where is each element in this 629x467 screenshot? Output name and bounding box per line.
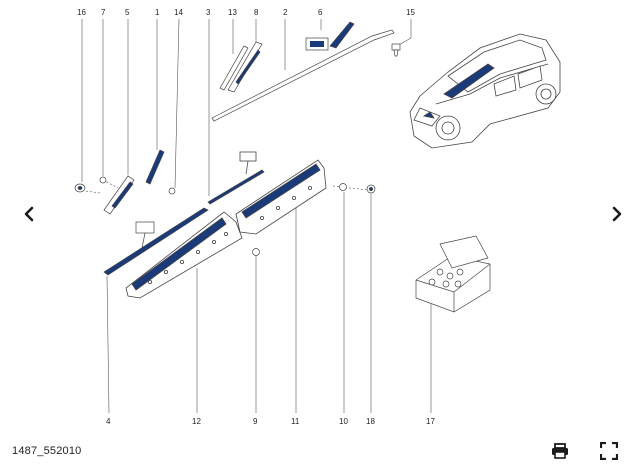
callout-8: 8: [254, 8, 259, 17]
callout-2: 2: [283, 8, 288, 17]
callout-10: 10: [339, 417, 348, 426]
part-6-badge: [305, 37, 329, 51]
part-3-strip: [207, 169, 265, 205]
part-4-sill-strip: [103, 207, 209, 276]
callout-16: 16: [77, 8, 86, 17]
callout-13: 13: [228, 8, 237, 17]
callout-17: 17: [426, 417, 435, 426]
part-16-clip: [74, 183, 86, 193]
callout-3: 3: [206, 8, 211, 17]
callout-6: 6: [318, 8, 323, 17]
previous-button[interactable]: [19, 203, 39, 225]
callout-14: 14: [174, 8, 183, 17]
part-18-clip: [366, 184, 376, 194]
part-9-clip: [252, 248, 260, 256]
fullscreen-button[interactable]: [597, 440, 621, 462]
part-7-clip: [99, 176, 107, 184]
leader-lines-bottom: [77, 179, 432, 414]
callout-5: 5: [125, 8, 130, 17]
part-1-pillar-trim: [145, 149, 165, 185]
leader-lines-top: [81, 18, 412, 196]
image-reference-caption: 1487_552010: [12, 445, 82, 457]
chevron-left-icon: [24, 206, 34, 222]
part-5-bracket: [103, 175, 135, 215]
callout-18: 18: [366, 417, 375, 426]
part-11-rear-door-moulding: [235, 151, 327, 235]
callout-12: 12: [192, 417, 201, 426]
callout-labels: 16 7 5 1 14 3 13 8 2 6 15 4 12 9 11 10 1…: [77, 8, 435, 426]
part-12-front-door-moulding: [125, 211, 243, 299]
part-2-roof-strip: [211, 21, 395, 122]
callout-15: 15: [406, 8, 415, 17]
car-locator-illustration: [409, 33, 561, 149]
part-17-kit-box: [415, 235, 491, 313]
fullscreen-icon: [600, 442, 618, 460]
callout-11: 11: [291, 417, 300, 426]
callout-4: 4: [106, 417, 111, 426]
part-15-clip: [391, 43, 401, 57]
chevron-right-icon: [612, 206, 622, 222]
part-10-clip: [339, 183, 347, 191]
part-14-screw: [168, 187, 176, 195]
callout-9: 9: [253, 417, 258, 426]
callout-7: 7: [101, 8, 106, 17]
print-button[interactable]: [548, 440, 572, 462]
part-13-8-window-trims: [219, 41, 263, 93]
printer-icon: [552, 443, 568, 459]
callout-1: 1: [155, 8, 160, 17]
next-button[interactable]: [607, 203, 627, 225]
